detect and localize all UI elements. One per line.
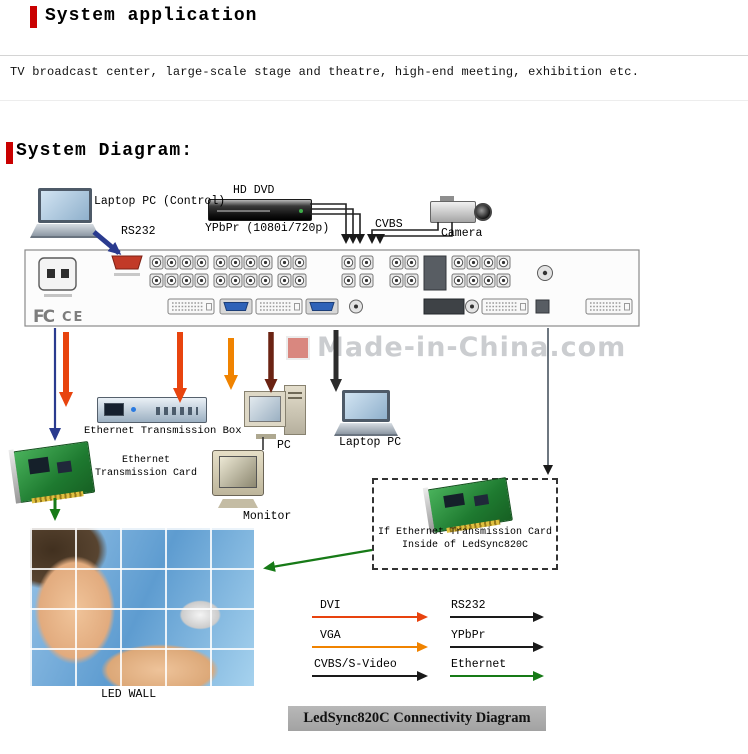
watermark: Made-in-China.com — [286, 332, 626, 363]
arrow-box-to-ledwall — [263, 548, 373, 572]
pc-screen — [249, 396, 281, 422]
option-box-note-line2: Inside of LedSync820C — [401, 540, 529, 551]
ethernet-card-option-box — [372, 478, 558, 570]
ethernet-card-label-line2: Transmission Card — [94, 468, 198, 479]
rs232-link-label: RS232 — [121, 225, 156, 238]
option-box-note-line1: If Ethernet Transmission Card — [377, 527, 553, 538]
video-output-ports — [167, 298, 633, 315]
camera-viewfinder — [440, 196, 454, 202]
monitor-label: Monitor — [243, 510, 292, 523]
arrow-rs232-control — [92, 230, 122, 255]
processor-device: FC CE — [24, 249, 640, 327]
module-slot — [423, 255, 447, 291]
led-wall-photo — [30, 528, 254, 686]
cvbs-cable-2 — [375, 222, 453, 244]
hd-dvd-player-icon — [208, 199, 312, 221]
cvbs-link-label: CVBS — [375, 218, 403, 231]
laptop-keyboard — [334, 423, 398, 436]
ypbpr-cable-1 — [310, 203, 351, 244]
monitor-icon — [212, 450, 268, 508]
ethernet-transmission-box-icon — [97, 397, 207, 423]
laptop-control-label: Laptop PC (Control) — [94, 195, 226, 208]
ethernet-card-label-line1: Ethernet — [121, 455, 170, 466]
camera-icon — [428, 193, 494, 223]
pc-monitor — [244, 391, 286, 427]
legend-label-rs232: RS232 — [451, 599, 486, 612]
pc-label: PC — [277, 439, 291, 452]
ethernet-box-label: Ethernet Transmission Box — [84, 425, 242, 437]
fcc-mark: FC — [33, 307, 55, 327]
watermark-logo-icon — [286, 335, 310, 360]
ebox-display — [104, 403, 124, 416]
ce-mark: CE — [62, 310, 84, 325]
ypbpr-cable-2 — [310, 208, 358, 244]
legend-label-vga: VGA — [320, 629, 341, 642]
legend-label-dvi: DVI — [320, 599, 341, 612]
section-title-diagram: System Diagram: — [16, 141, 194, 161]
arrow-to-laptop-pc — [330, 330, 342, 392]
camera-label: Camera — [441, 227, 483, 240]
rs232-in-port — [111, 255, 143, 276]
arrow-dvi-to-ethernet-box — [173, 332, 187, 403]
section-title-application: System application — [45, 6, 258, 26]
round-port-pin — [542, 270, 548, 276]
laptop-screen — [38, 188, 92, 223]
ypbpr-cable-3 — [310, 213, 365, 244]
legend-label-ypbpr: YPbPr — [451, 629, 486, 642]
divider-top — [0, 55, 748, 56]
laptop-screen — [341, 390, 391, 423]
legend-label-cvbs: CVBS/S-Video — [314, 658, 397, 671]
diagram-caption: LedSync820C Connectivity Diagram — [303, 710, 531, 726]
led-wall-grid — [30, 528, 254, 686]
section-marker-1 — [30, 6, 37, 28]
monitor-screen — [219, 456, 257, 488]
intro-text: TV broadcast center, large-scale stage a… — [10, 65, 640, 79]
laptop-pc-icon — [334, 390, 398, 436]
ebox-led — [131, 407, 136, 412]
dvd-tray — [217, 209, 271, 212]
arrow-dark-to-pc — [264, 332, 278, 393]
legend-label-ethernet: Ethernet — [451, 658, 507, 671]
laptop-pc-label: Laptop PC — [339, 436, 402, 449]
laptop-control-icon — [30, 188, 100, 238]
led-wall-label: LED WALL — [101, 688, 157, 701]
ypbpr-link-label: YPbPr (1080i/720p) — [205, 222, 330, 235]
arrow-dvi-left — [59, 332, 73, 407]
divider-intro — [0, 100, 748, 101]
power-inlet-port — [38, 257, 77, 297]
dvd-led — [298, 209, 303, 213]
camera-lens — [474, 203, 492, 221]
arrow-vga-to-pc — [224, 338, 238, 390]
monitor-base — [218, 499, 258, 508]
hd-dvd-label: HD DVD — [233, 184, 275, 197]
ebox-buttons — [156, 407, 198, 415]
cvbs-cable-1 — [367, 222, 439, 244]
watermark-text: Made-in-China.com — [317, 332, 627, 363]
laptop-keyboard — [30, 224, 100, 238]
option-box-note: If Ethernet Transmission Card Inside of … — [374, 526, 556, 552]
section-marker-2 — [6, 142, 13, 164]
desktop-pc-icon — [244, 383, 306, 439]
diagram-caption-bar: LedSync820C Connectivity Diagram — [288, 706, 546, 731]
ethernet-card-label: Ethernet Transmission Card — [88, 454, 204, 480]
pc-stand — [256, 434, 276, 439]
legend-arrows — [312, 612, 544, 681]
